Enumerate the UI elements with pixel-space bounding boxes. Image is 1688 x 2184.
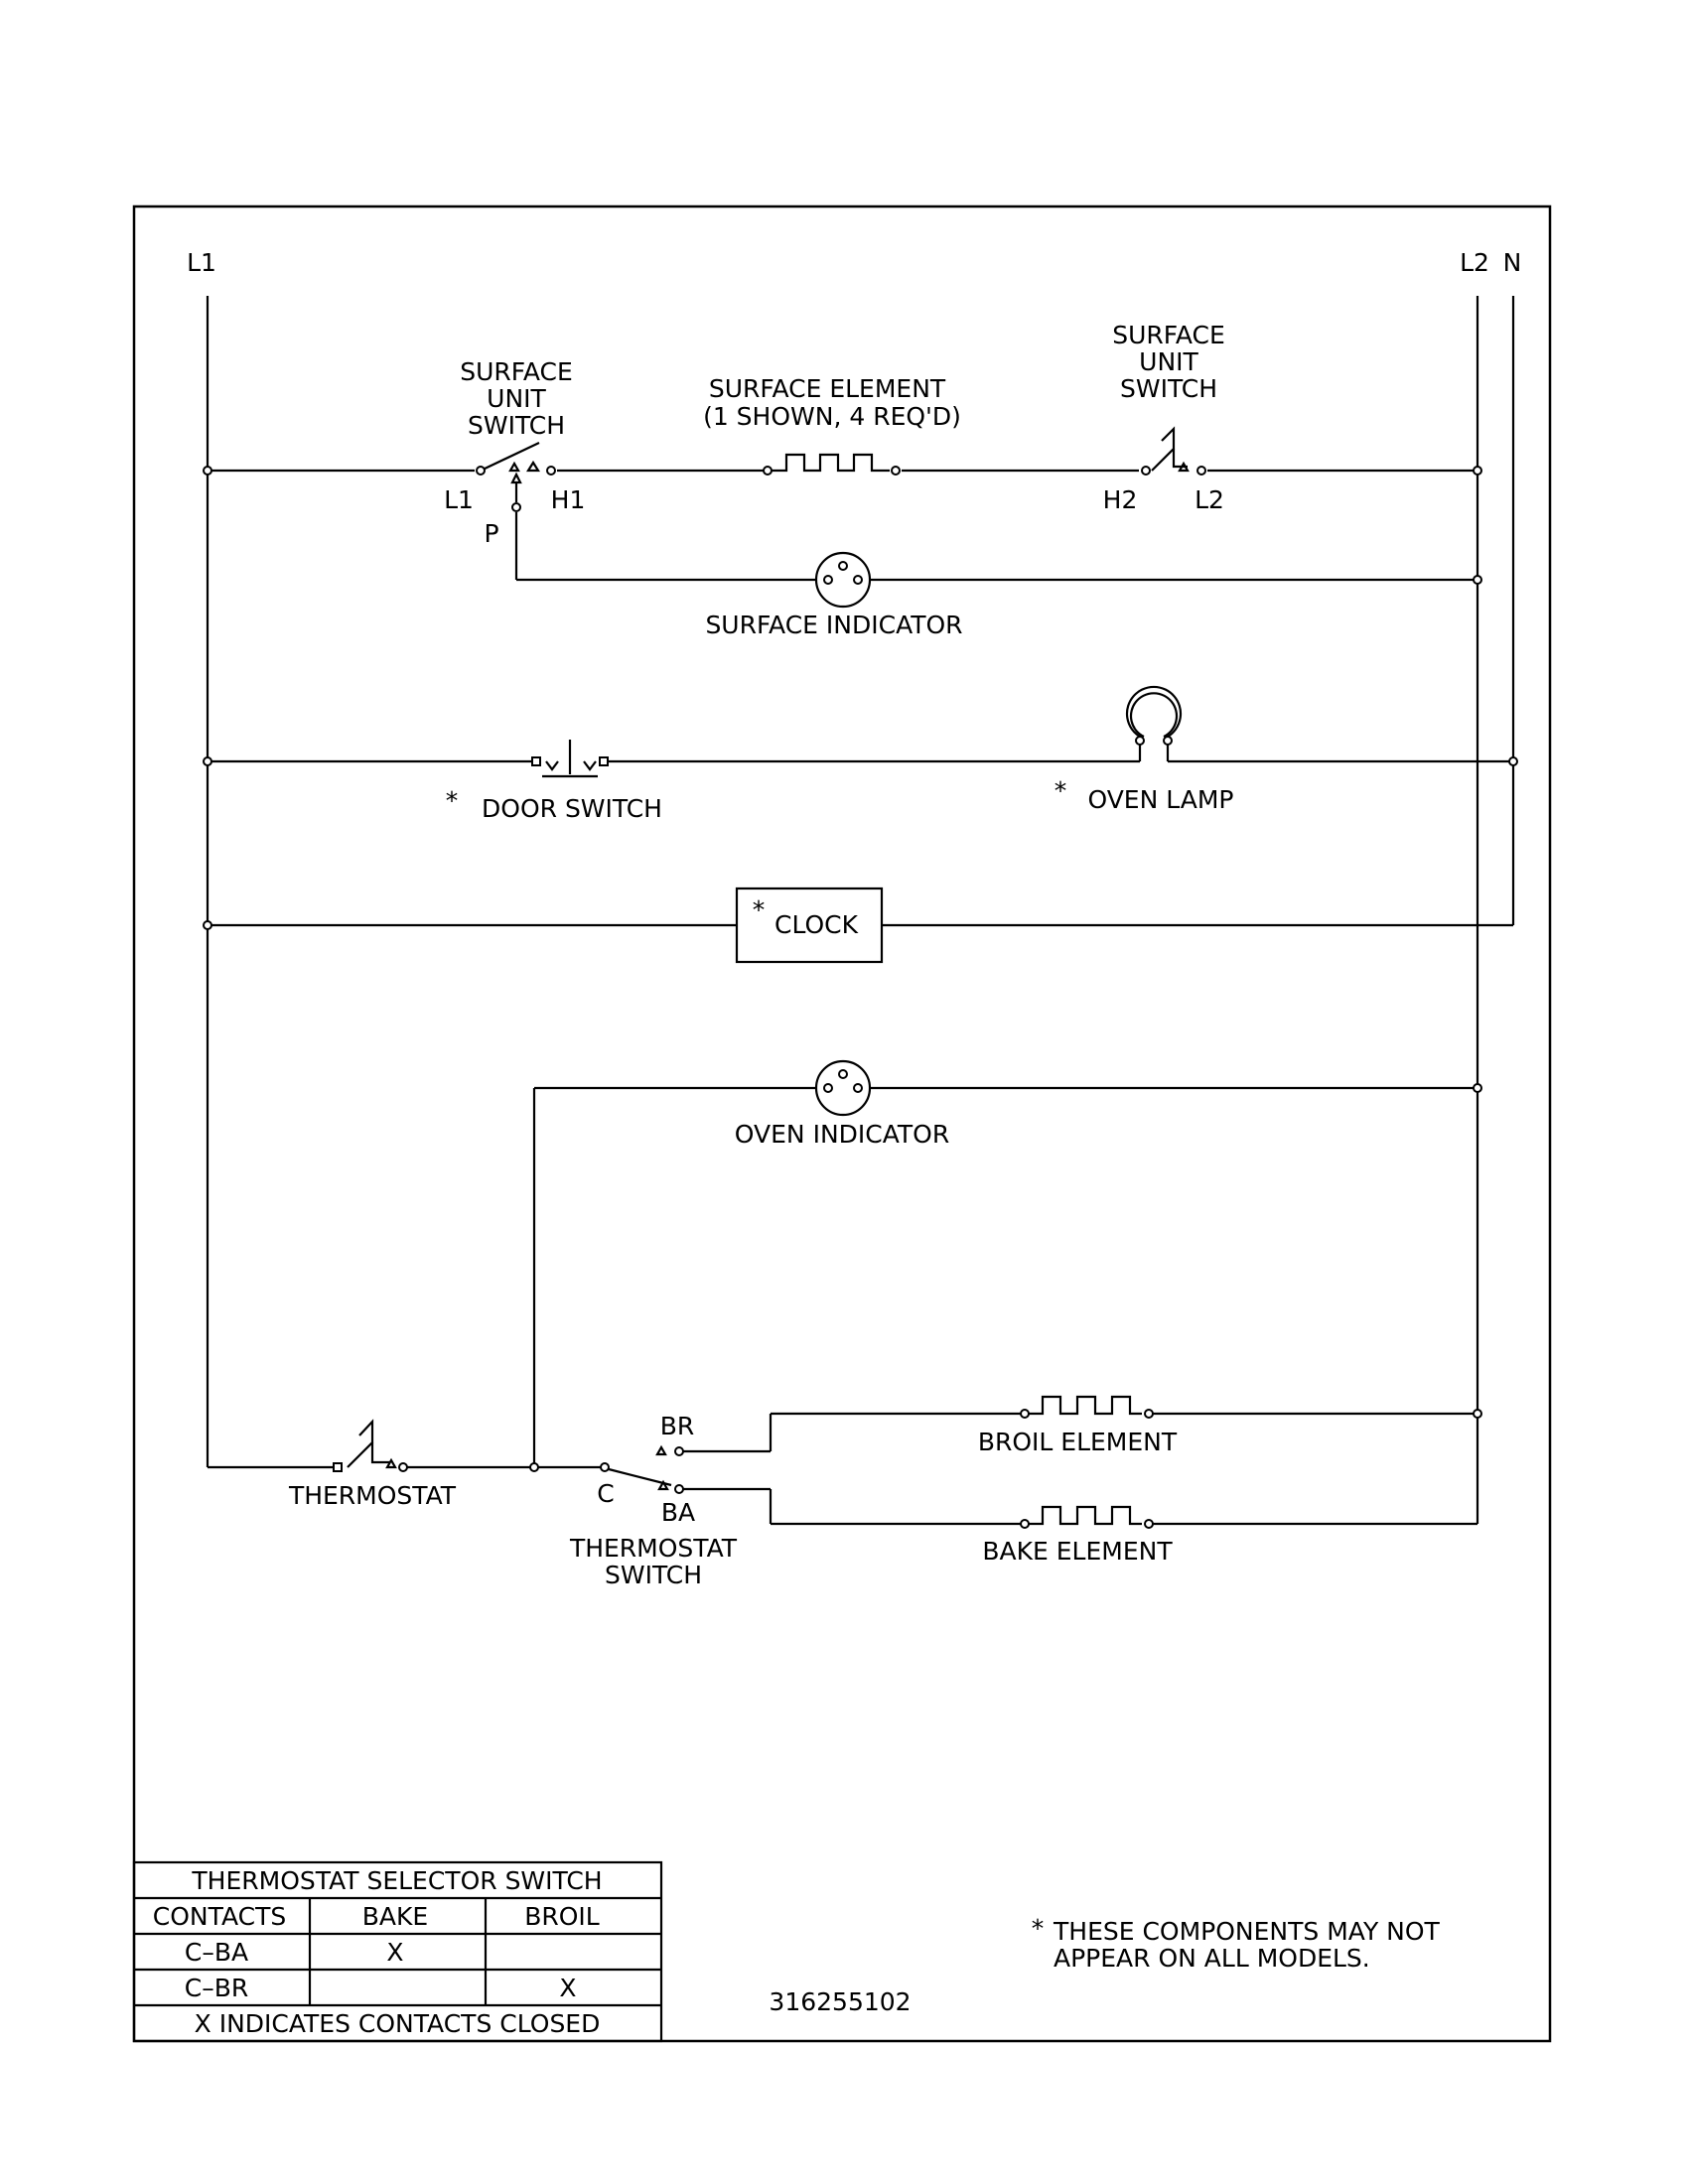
tswitch-ba-label: BA <box>661 1498 695 1527</box>
rail-n-label: N <box>1503 248 1522 277</box>
surface-element-title-2: (1 SHOWN, 4 REQ'D) <box>703 402 961 431</box>
rail-l2-label: L2 <box>1460 248 1489 277</box>
oven-lamp-star: * <box>1055 776 1067 805</box>
terminal-l2-label: L2 <box>1195 485 1224 514</box>
border-frame <box>132 205 1552 2043</box>
oven-lamp-circuit: * DOOR SWITCH * OVEN LAMP <box>203 685 1518 823</box>
door-switch-label: DOOR SWITCH <box>482 794 662 823</box>
tswitch-title-2: SWITCH <box>605 1561 702 1589</box>
table-cell: X <box>386 1938 403 1967</box>
surface-switch-left-title-1: SURFACE <box>460 357 573 386</box>
note-line-1: THESE COMPONENTS MAY NOT <box>1053 1917 1441 1946</box>
table-title: THERMOSTAT SELECTOR SWITCH <box>191 1866 602 1895</box>
surface-switch-right-title-1: SURFACE <box>1112 321 1225 349</box>
oven-heating-circuit: THERMOSTAT C BR BA THERMOSTAT SWITCH BRO… <box>208 1395 1482 1589</box>
clock-star: * <box>753 895 766 924</box>
terminal-h2-label: H2 <box>1103 485 1138 514</box>
surface-switch-left-title-2: UNIT <box>487 384 546 413</box>
tswitch-br-label: BR <box>660 1412 695 1440</box>
table-header-bake: BAKE <box>362 1902 428 1931</box>
terminal-h1-label: H1 <box>551 485 586 514</box>
table-cell: C–BR <box>185 1974 248 2002</box>
broil-element-symbol <box>1029 1395 1142 1416</box>
tswitch-c-label: C <box>597 1479 614 1508</box>
thermostat-label: THERMOSTAT <box>288 1481 457 1510</box>
terminal-p-label: P <box>484 519 498 548</box>
surface-switch-right-title-3: SWITCH <box>1120 374 1217 403</box>
clock-label: CLOCK <box>774 910 859 939</box>
clock-box <box>735 887 884 964</box>
surface-element-symbol <box>771 453 890 473</box>
broil-element-label: BROIL ELEMENT <box>978 1428 1178 1456</box>
bake-element-label: BAKE ELEMENT <box>982 1537 1173 1566</box>
oven-indicator-lamp <box>814 1059 872 1117</box>
note-line-2: APPEAR ON ALL MODELS. <box>1054 1944 1370 1973</box>
surface-switch-right-title-2: UNIT <box>1139 347 1198 376</box>
thermostat-symbol <box>347 1419 374 1468</box>
table-footer: X INDICATES CONTACTS CLOSED <box>195 2009 601 2038</box>
tswitch-title-1: THERMOSTAT <box>569 1534 738 1563</box>
oven-lamp-label: OVEN LAMP <box>1087 785 1233 814</box>
oven-indicator-circuit: OVEN INDICATOR <box>532 1059 1482 1467</box>
oven-lamp-bulb <box>1125 685 1183 761</box>
table-header-broil: BROIL <box>524 1902 600 1931</box>
surface-element-title-1: SURFACE ELEMENT <box>709 374 946 403</box>
note-star: * <box>1032 1914 1045 1943</box>
surface-indicator-label: SURFACE INDICATOR <box>705 611 962 639</box>
surface-unit-circuit: SURFACE UNIT SWITCH L1 H1 P SURFACE ELEM… <box>203 321 1482 639</box>
terminal-l1-label: L1 <box>444 485 474 514</box>
rail-l1-label: L1 <box>187 248 216 277</box>
table-header-contacts: CONTACTS <box>153 1902 286 1931</box>
selector-switch-table: THERMOSTAT SELECTOR SWITCH CONTACTS BAKE… <box>132 1860 663 2043</box>
clock-circuit: * CLOCK <box>203 887 1513 964</box>
oven-indicator-label: OVEN INDICATOR <box>735 1120 949 1149</box>
table-cell: C–BA <box>185 1938 248 1967</box>
bake-element-symbol <box>1029 1505 1142 1526</box>
surface-indicator-lamp <box>814 551 872 609</box>
surface-switch-blade <box>480 442 540 472</box>
table-cell: X <box>559 1974 576 2002</box>
thermostat-switch-blade <box>608 1467 672 1487</box>
part-number: 316255102 <box>769 1987 911 2016</box>
surface-switch-left-title-3: SWITCH <box>468 411 565 440</box>
door-switch-star: * <box>446 786 459 815</box>
surface-switch-right-symbol <box>1151 426 1176 472</box>
